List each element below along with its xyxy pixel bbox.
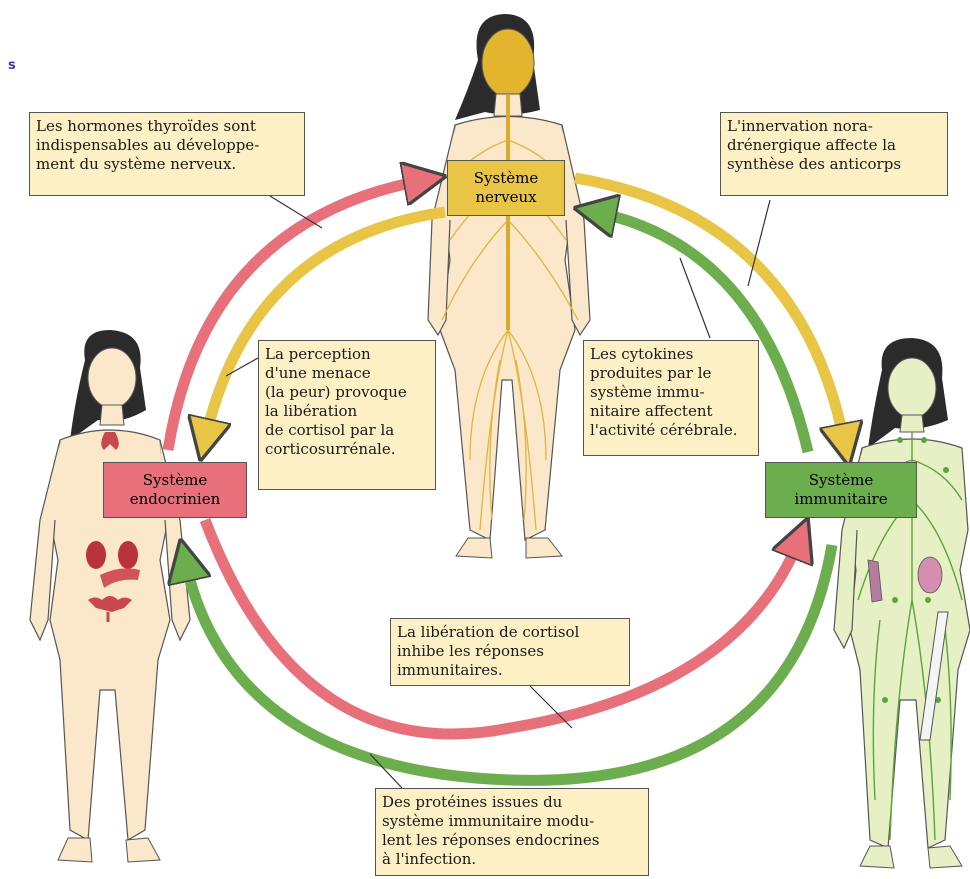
annotation-cytokines: Les cytokines produites par le système i… xyxy=(583,340,759,456)
annotation-cortisol: La libération de cortisol inhibe les rép… xyxy=(390,618,630,686)
system-immunitaire-box: Système immunitaire xyxy=(765,462,917,518)
corner-marker: s xyxy=(8,58,16,73)
annotation-noradrenergic: L'innervation nora- drénergique affecte … xyxy=(720,112,948,196)
immune-figure xyxy=(834,338,970,868)
nervous-figure xyxy=(428,14,590,558)
annotation-thyroid: Les hormones thyroïdes sont indispensabl… xyxy=(29,112,305,196)
annotation-proteins: Des protéines issues du système immunita… xyxy=(375,788,649,876)
system-endocrinien-box: Système endocrinien xyxy=(103,462,247,518)
annotation-fear: La perception d'une menace (la peur) pro… xyxy=(258,340,436,490)
endocrine-figure xyxy=(30,330,190,862)
system-nerveux-box: Système nerveux xyxy=(447,160,565,216)
